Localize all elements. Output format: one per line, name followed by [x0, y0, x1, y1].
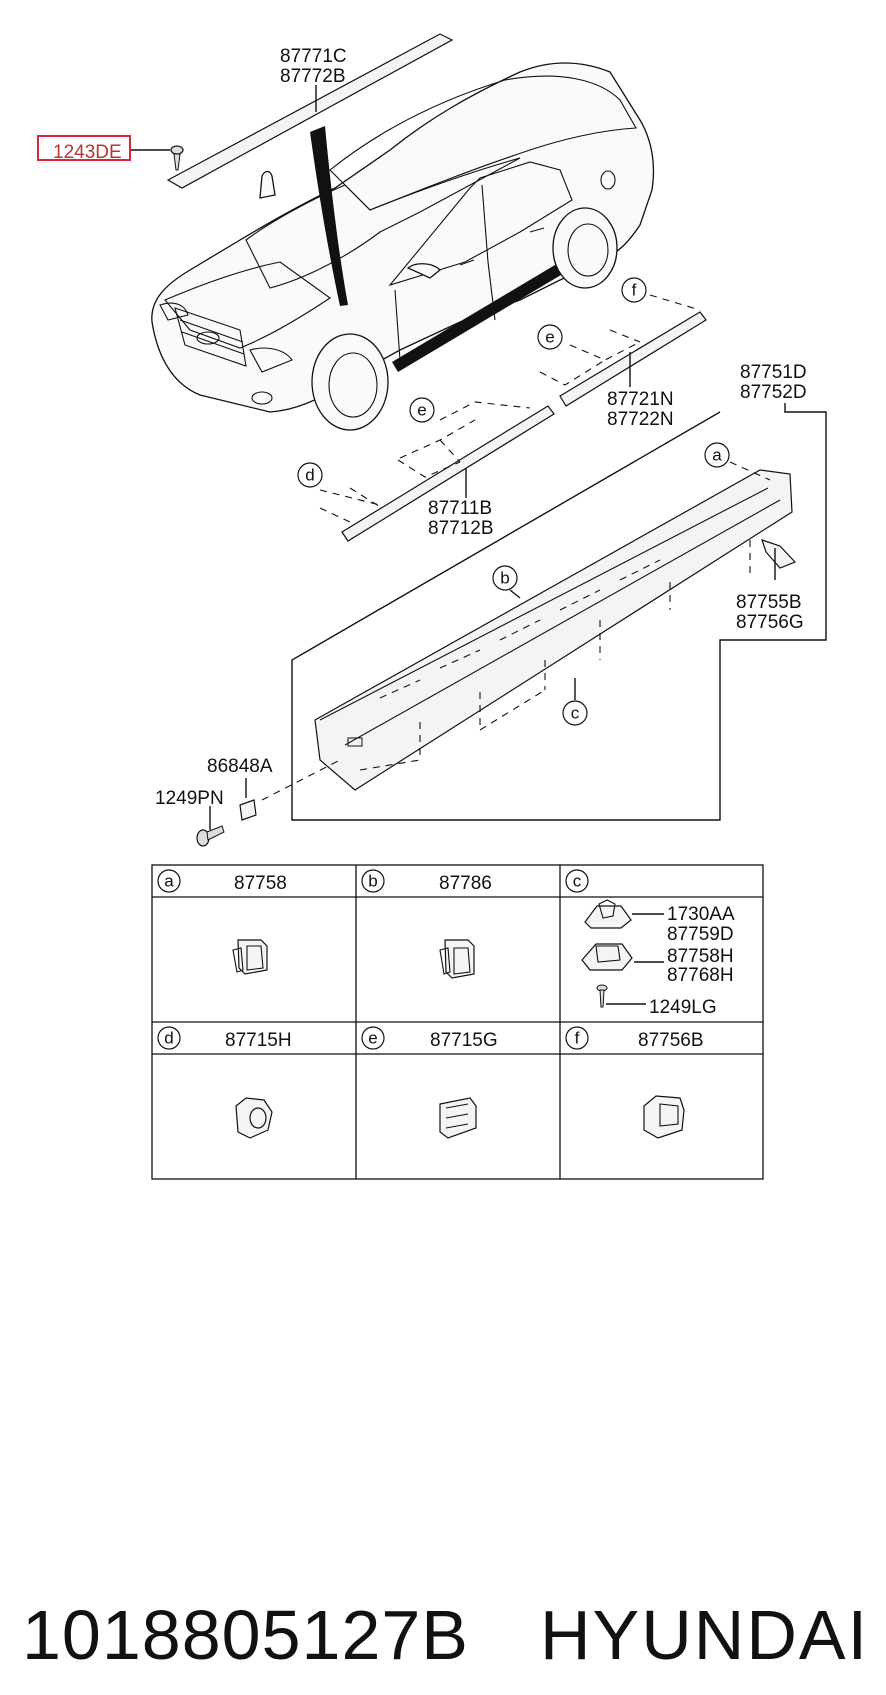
sill-screw-icon	[196, 825, 225, 847]
svg-text:f: f	[632, 281, 637, 300]
callout-d: d	[297, 462, 323, 488]
clip-f-icon	[643, 1095, 685, 1139]
grommet-label: 86848A	[207, 756, 273, 777]
footer-part-number: 1018805127B	[22, 1596, 469, 1674]
clip-c2-icon	[581, 943, 633, 971]
door-moulding-clip-guides	[319, 294, 701, 523]
svg-text:87715G: 87715G	[430, 1030, 498, 1051]
side-sill-part	[314, 469, 793, 791]
clip-d-icon	[235, 1097, 273, 1139]
table-cell-d: d 87715H	[157, 1026, 292, 1139]
rear-door-moulding-label-1: 87721N	[607, 389, 674, 410]
roof-moulding-label-2: 87772B	[280, 66, 346, 87]
table-cell-c: c 1730AA 87759D 87758H 87768H 1249LG	[565, 869, 735, 1018]
car-illustration	[151, 62, 655, 431]
svg-text:e: e	[368, 1029, 377, 1048]
clip-a-icon	[232, 939, 268, 975]
footer: 1018805127B HYUNDAI	[0, 1595, 886, 1695]
svg-text:a: a	[712, 446, 722, 465]
svg-text:1730AA: 1730AA	[667, 904, 735, 925]
table-cell-e: e 87715G	[361, 1026, 498, 1139]
screw-c-icon	[596, 984, 608, 1008]
front-door-moulding-part	[341, 405, 555, 542]
svg-text:1249LG: 1249LG	[649, 997, 717, 1018]
sill-bracket-label-1: 87755B	[736, 592, 802, 613]
svg-text:e: e	[417, 401, 426, 420]
callout-f: f	[621, 277, 647, 303]
clip-b-icon	[439, 939, 475, 979]
front-door-moulding-label-1: 87711B	[428, 498, 492, 519]
svg-text:d: d	[164, 1029, 173, 1048]
callout-e-rear: e	[537, 324, 563, 350]
grommet-icon	[239, 799, 257, 821]
svg-text:e: e	[545, 328, 554, 347]
roof-moulding-label-1: 87771C	[280, 46, 347, 67]
front-door-moulding-label-2: 87712B	[428, 518, 494, 539]
parts-diagram: 87771C 87772B 1243DE f e e	[37, 33, 827, 1180]
side-sill-label-1: 87751D	[740, 362, 807, 383]
svg-text:f: f	[575, 1029, 580, 1048]
svg-text:c: c	[571, 704, 580, 723]
roof-moulding-part	[166, 33, 454, 189]
screw-icon	[170, 145, 184, 171]
screw-label[interactable]: 1243DE	[53, 142, 122, 163]
callout-b: b	[492, 565, 518, 591]
table-cell-a: a 87758	[157, 869, 287, 975]
svg-text:b: b	[500, 569, 509, 588]
table-cell-b: b 87786	[361, 869, 492, 979]
callout-a: a	[704, 442, 730, 468]
sill-bracket-part	[761, 539, 797, 580]
side-sill-label-2: 87752D	[740, 382, 807, 403]
rear-door-moulding-part	[559, 311, 707, 407]
sill-screw-label: 1249PN	[155, 788, 224, 809]
table-cell-f: f 87756B	[565, 1026, 704, 1139]
footer-brand: HYUNDAI	[540, 1596, 870, 1674]
side-sill-frame	[291, 403, 827, 821]
svg-text:87768H: 87768H	[667, 965, 734, 986]
parts-table	[151, 864, 764, 1180]
svg-text:87758: 87758	[234, 873, 287, 894]
svg-text:d: d	[305, 466, 314, 485]
rear-door-moulding-label-2: 87722N	[607, 409, 674, 430]
highlight-box[interactable]	[37, 135, 131, 161]
svg-text:b: b	[368, 872, 377, 891]
svg-text:c: c	[573, 872, 582, 891]
callout-c: c	[562, 700, 588, 726]
svg-text:87758H: 87758H	[667, 946, 734, 967]
callout-e-front: e	[409, 397, 435, 423]
clip-c1-icon	[584, 899, 632, 929]
svg-text:87715H: 87715H	[225, 1030, 292, 1051]
svg-text:87786: 87786	[439, 873, 492, 894]
clip-e-icon	[439, 1097, 477, 1139]
svg-text:87759D: 87759D	[667, 924, 734, 945]
svg-text:87756B: 87756B	[638, 1030, 704, 1051]
sill-bracket-label-2: 87756G	[736, 612, 804, 633]
svg-text:a: a	[164, 872, 174, 891]
